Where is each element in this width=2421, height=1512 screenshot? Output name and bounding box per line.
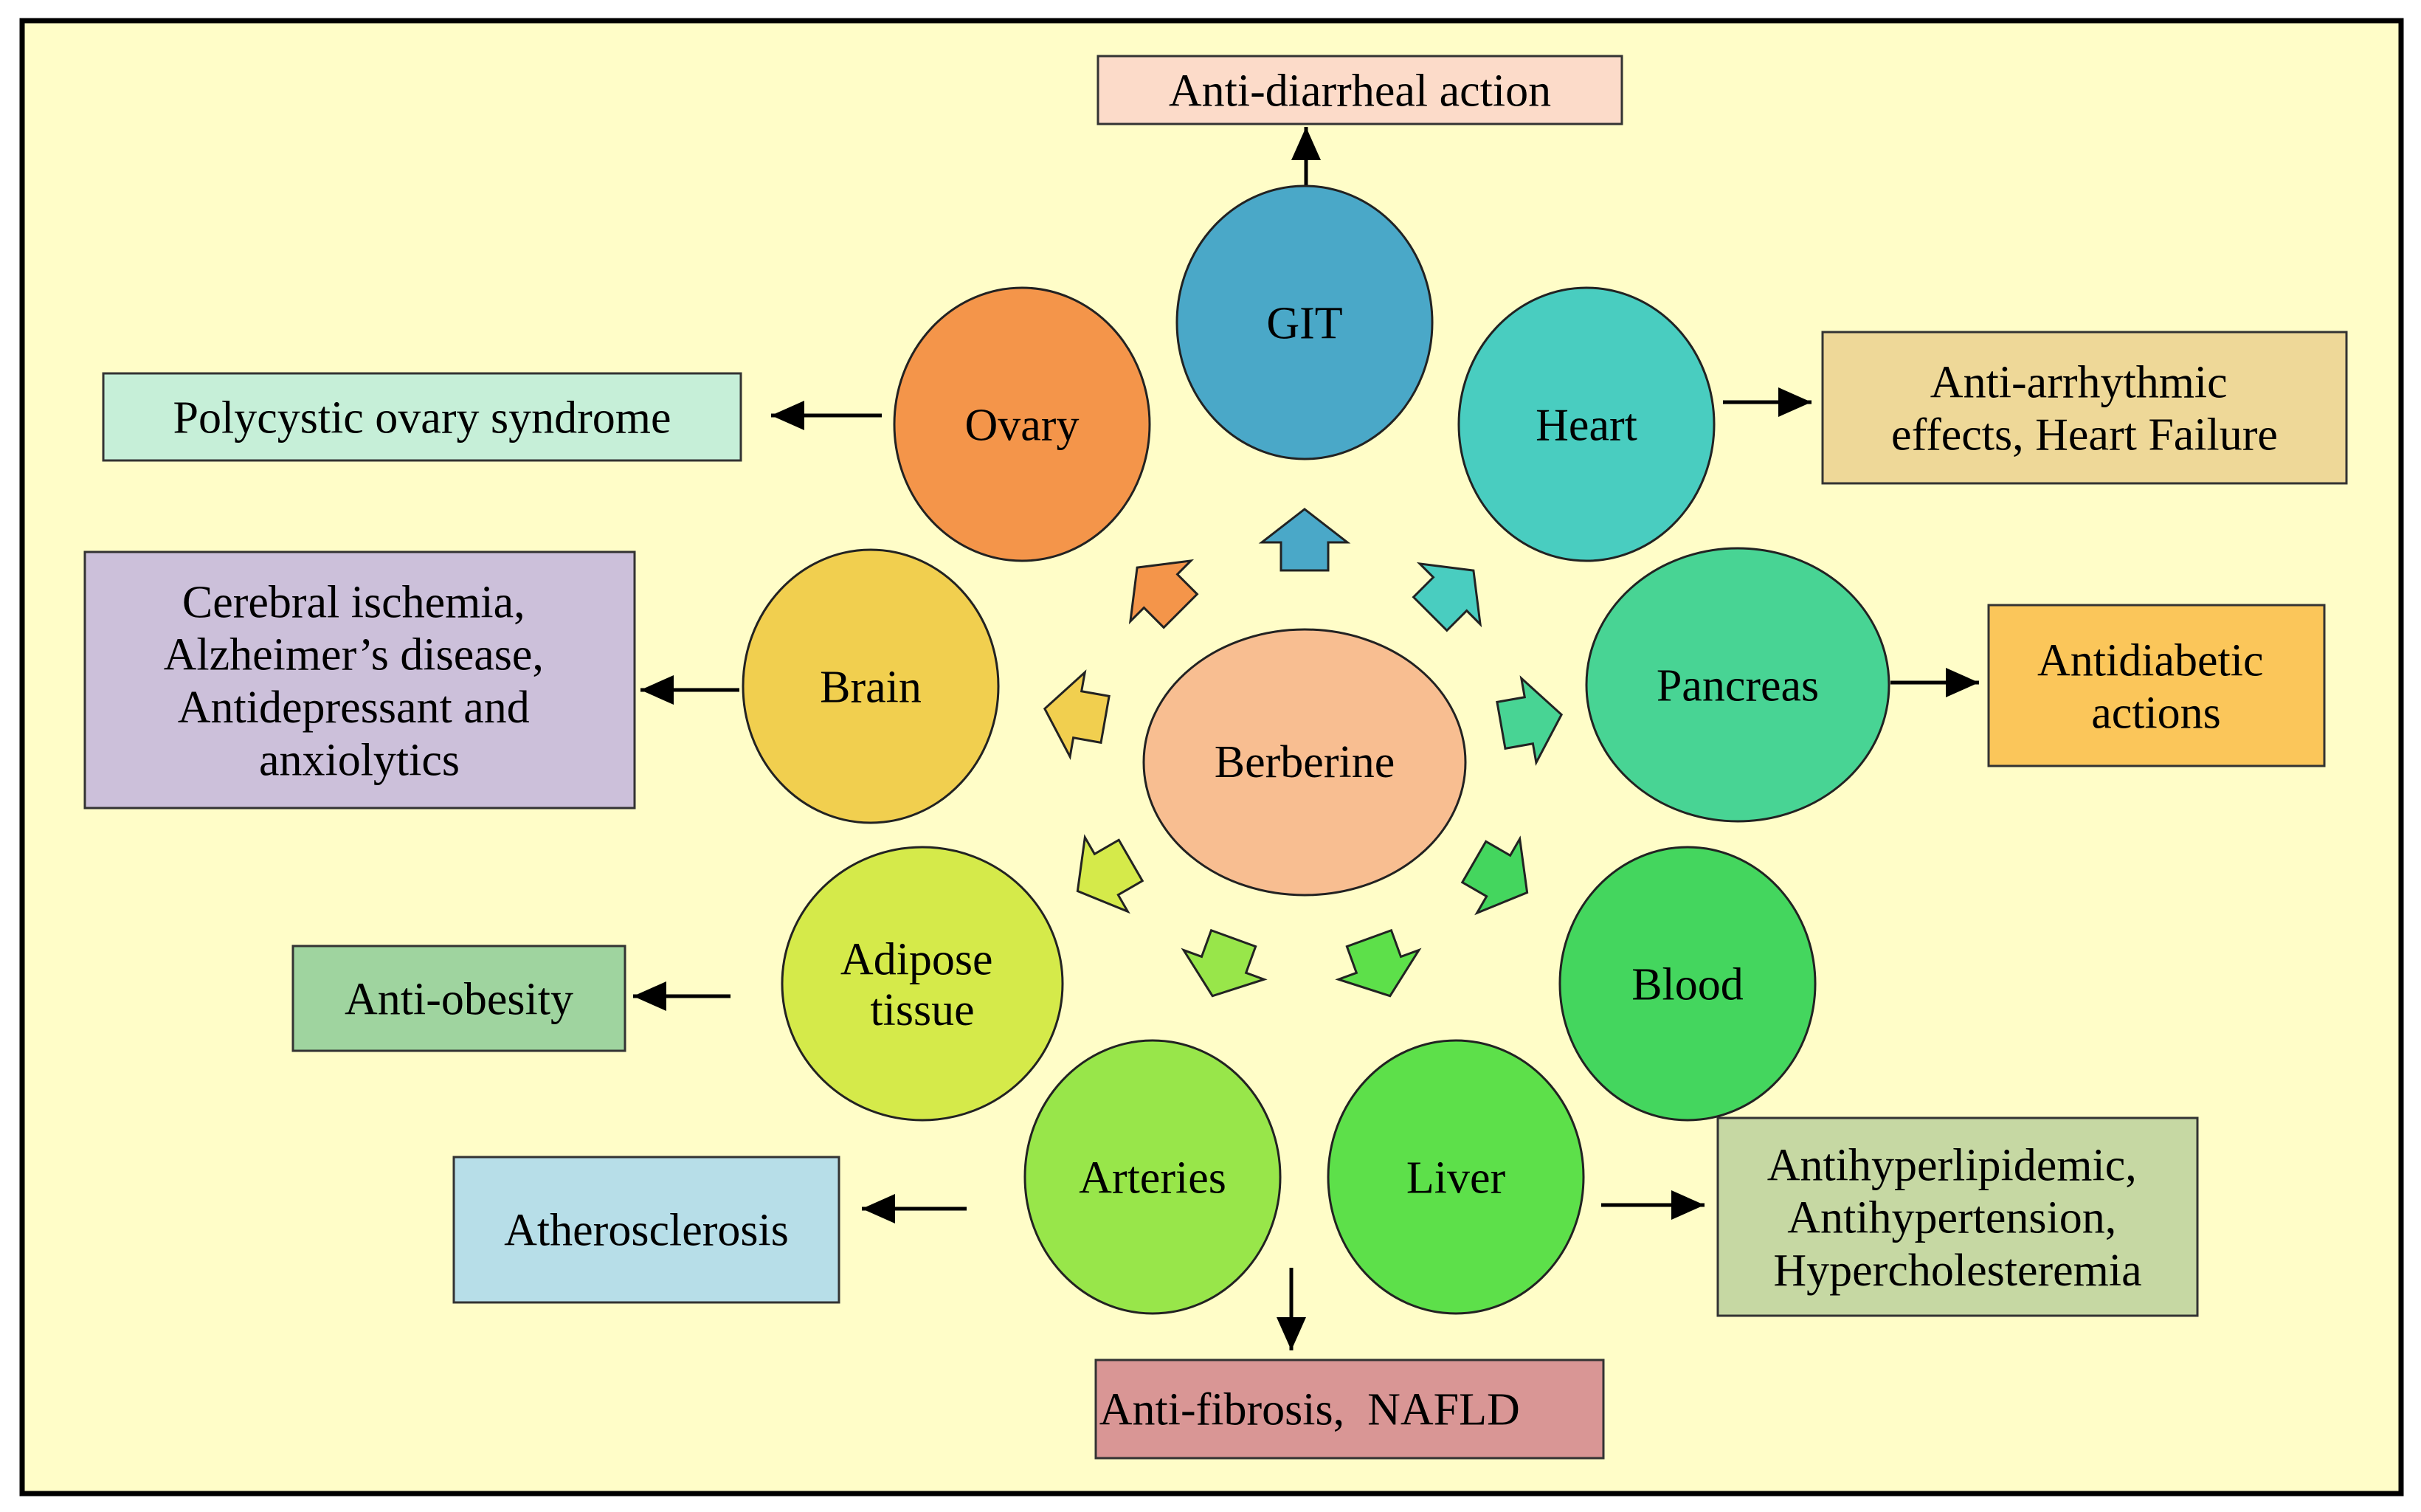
organ-circle-liver [1327, 1039, 1585, 1315]
effect-text-git: Anti-diarrheal action [1169, 66, 1551, 117]
organ-node-git: GIT [1175, 184, 1434, 460]
effect-rect-git [1096, 55, 1623, 125]
effect-text-heart: Anti-arrhythmic effects, Heart Failure [1891, 357, 2278, 460]
block-arrow-up [1258, 508, 1351, 572]
effect-rect-atherosclerosis [452, 1156, 840, 1304]
effect-rect-heart [1821, 331, 2348, 485]
organ-node-arteries: Arteries [1023, 1039, 1282, 1315]
organ-node-liver: Liver [1327, 1039, 1585, 1315]
effect-text-brain: Cerebral ischemia, Alzheimer’s disease, … [164, 577, 556, 785]
organ-circle-brain [742, 548, 1000, 824]
organ-label-heart: Heart [1536, 401, 1637, 451]
effect-rect-ovary [102, 372, 742, 462]
organ-label-arteries: Arteries [1079, 1153, 1226, 1204]
organ-nodes: GIT Heart Pancreas Blood Liver [742, 184, 1890, 1315]
block-arrow-right [1496, 675, 1564, 766]
effect-text-ovary: Polycystic ovary syndrome [173, 393, 671, 443]
block-arrow-down-left [1181, 928, 1268, 998]
center-node-berberine: Berberine [1142, 628, 1467, 897]
organ-circle-pancreas [1585, 547, 1890, 823]
center-ellipse [1142, 628, 1467, 897]
center-label: Berberine [1215, 737, 1395, 787]
effect-boxes: Anti-diarrheal action Anti-arrhythmic ef… [83, 55, 2348, 1460]
effect-box-heart: Anti-arrhythmic effects, Heart Failure [1821, 331, 2348, 485]
organ-circle-arteries [1023, 1039, 1282, 1315]
effect-rect-liver [1716, 1116, 2199, 1317]
effect-rect-adipose [291, 945, 626, 1052]
organ-circle-heart [1457, 286, 1716, 562]
block-arrows [1043, 508, 1564, 998]
organ-label-adipose: Adipose tissue [840, 935, 1004, 1035]
effect-box-liver: Antihyperlipidemic, Antihypertension, Hy… [1716, 1116, 2199, 1317]
effect-box-git: Anti-diarrheal action [1096, 55, 1623, 125]
block-arrow-up-right [1412, 562, 1482, 632]
organ-label-blood: Blood [1631, 960, 1744, 1010]
block-arrow-left-down [1076, 834, 1144, 914]
effect-text-pancreas: Antidiabetic actions [2037, 635, 2275, 738]
effect-box-ovary: Polycystic ovary syndrome [102, 372, 742, 462]
organ-label-pancreas: Pancreas [1657, 661, 1819, 711]
organ-node-heart: Heart [1457, 286, 1716, 562]
block-arrow-down [1335, 928, 1422, 998]
effect-box-atherosclerosis: Atherosclerosis [452, 1156, 840, 1304]
effect-box-pancreas: Antidiabetic actions [1987, 604, 2326, 767]
effect-text-arteries: Anti-fibrosis, NAFLD [1099, 1369, 1600, 1435]
effect-rect-brain [83, 550, 636, 809]
block-arrow-left [1043, 669, 1111, 760]
block-arrow-down-right [1460, 835, 1529, 916]
organ-node-brain: Brain [742, 548, 1000, 824]
organ-node-ovary: Ovary [893, 286, 1151, 562]
effect-text-adipose: Anti-obesity [345, 975, 573, 1025]
organ-label-ovary: Ovary [965, 401, 1080, 451]
organ-circle-blood [1558, 846, 1817, 1122]
organ-node-adipose: Adipose tissue [781, 846, 1064, 1122]
organ-label-git: GIT [1266, 299, 1342, 349]
organ-node-blood: Blood [1558, 846, 1817, 1122]
connector-arrows [633, 127, 1979, 1350]
effect-box-arteries: Anti-fibrosis, NAFLD [1094, 1359, 1605, 1460]
effect-box-brain: Cerebral ischemia, Alzheimer’s disease, … [83, 550, 636, 809]
effect-rect-arteries [1094, 1359, 1605, 1460]
effect-rect-pancreas [1987, 604, 2326, 767]
organ-label-liver: Liver [1406, 1153, 1506, 1204]
organ-node-pancreas: Pancreas [1585, 547, 1890, 823]
effect-text-liver: Antihyperlipidemic, Antihypertension, Hy… [1767, 1140, 2149, 1296]
block-arrow-up-left [1128, 559, 1199, 629]
organ-label-brain: Brain [820, 663, 922, 713]
organ-circle-ovary [893, 286, 1151, 562]
organ-circle-adipose [781, 846, 1064, 1122]
effect-box-adipose: Anti-obesity [291, 945, 626, 1052]
effect-text-atherosclerosis: Atherosclerosis [504, 1206, 789, 1256]
organ-circle-git [1175, 184, 1434, 460]
